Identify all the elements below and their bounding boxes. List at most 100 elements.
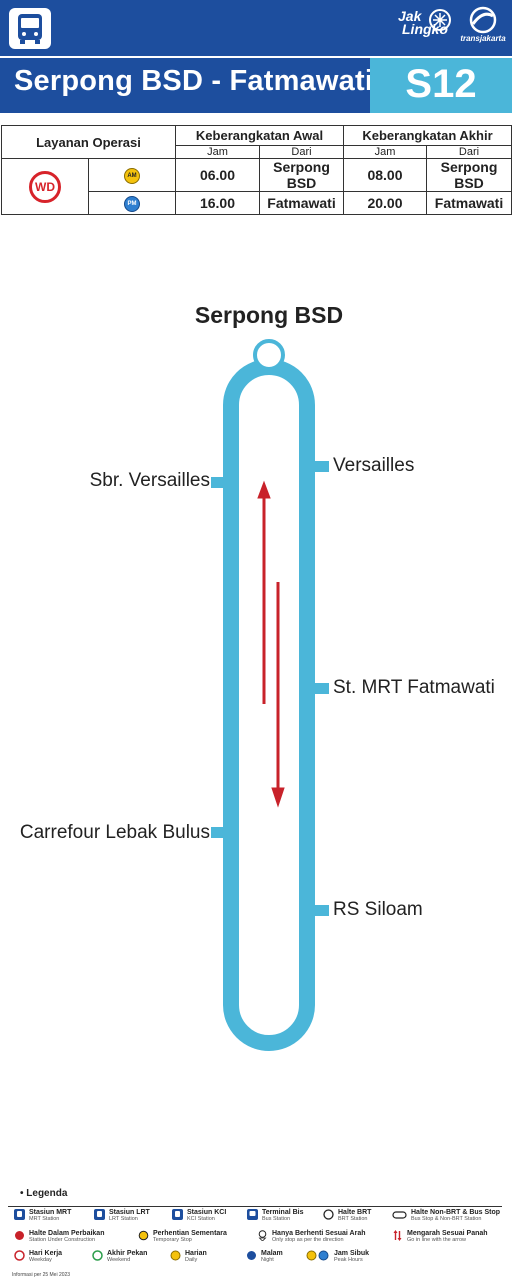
legend-label: Stasiun LRT [109, 1209, 150, 1216]
operations-table: Layanan Operasi Keberangkatan Awal Keber… [1, 125, 512, 215]
weekday-icon [14, 1250, 25, 1261]
first-time-cell: 16.00 [175, 191, 260, 215]
bus-terminal-icon [247, 1209, 258, 1220]
route-code-box: S12 [370, 58, 512, 113]
transjakarta-mark-icon [469, 6, 497, 34]
brt-stop-icon [323, 1209, 334, 1220]
weekend-icon [92, 1250, 103, 1261]
legend-label: Halte Dalam Perbaikan [29, 1230, 105, 1237]
route-loop-line [223, 359, 315, 1051]
legend-label: Jam Sibuk [334, 1250, 370, 1257]
route-code: S12 [405, 62, 477, 106]
am-badge-cell: AM [88, 158, 176, 192]
under-construction-icon [15, 1231, 24, 1240]
legend-sub: Bus Stop & Non-BRT Station [411, 1216, 482, 1222]
transjakarta-label: transjakarta [460, 34, 506, 43]
pm-badge-cell: PM [88, 191, 176, 215]
last-departure-header: Keberangkatan Akhir [343, 125, 512, 146]
am-badge: AM [124, 167, 140, 184]
route-bar: Serpong BSD - Fatmawati S12 [0, 58, 512, 113]
legend-label: Mengarah Sesuai Panah [407, 1230, 488, 1237]
legend-sub: Go in line with the arrow [407, 1237, 466, 1243]
direction-arrow-down [271, 582, 285, 808]
directional-stop-icon [258, 1230, 267, 1241]
stop-marker-rs-siloam [315, 905, 329, 916]
legend-sub: Peak Hours [334, 1257, 363, 1263]
direction-arrow-icon [393, 1230, 402, 1241]
legend-divider [8, 1206, 502, 1207]
direction-arrow-up [257, 480, 271, 704]
pm-badge: PM [124, 195, 140, 212]
legend-title-text: Legenda [26, 1188, 68, 1199]
first-time-subheader: Jam [175, 145, 260, 159]
legend-label: Malam [261, 1250, 283, 1257]
service-header: Layanan Operasi [1, 125, 176, 159]
top-bar: Jak Lingko transjakarta [0, 0, 512, 56]
stop-label-mrt-fatmawati: St. MRT Fatmawati [333, 677, 495, 698]
table-row: WD AM 06.00 Serpong BSD 08.00 Serpong BS… [1, 158, 512, 215]
terminal-label: Serpong BSD [194, 302, 344, 328]
legend-sub: Bus Station [262, 1216, 291, 1222]
last-time-cell: 20.00 [343, 191, 427, 215]
legend-label: Hari Kerja [29, 1250, 63, 1257]
peak-hours-icon [306, 1250, 329, 1261]
first-from-cell: Fatmawati [259, 191, 344, 215]
transjakarta-logo: transjakarta [455, 6, 511, 46]
legend-sub: KCI Station [187, 1216, 215, 1222]
non-brt-stop-icon [392, 1211, 407, 1219]
footnote: Informasi per 25 Mei 2023 [12, 1272, 71, 1278]
jaklingko-mark-icon [429, 9, 451, 31]
stop-marker-versailles [315, 461, 329, 472]
stop-label-sbr-versailles: Sbr. Versailles [89, 470, 210, 491]
legend-sub: Weekend [107, 1257, 131, 1263]
legend-label: Akhir Pekan [107, 1250, 148, 1257]
temporary-stop-icon [138, 1230, 149, 1241]
mrt-station-icon [14, 1209, 25, 1220]
stop-marker-lebak-bulus [211, 827, 225, 838]
legend-label: Hanya Berhenti Sesuai Arah [272, 1230, 366, 1237]
night-icon [247, 1251, 256, 1260]
legend-sub: Temporary Stop [153, 1237, 192, 1243]
daily-icon [170, 1250, 181, 1261]
stop-label-lebak-bulus: Carrefour Lebak Bulus [19, 822, 210, 843]
legend-label: Terminal Bis [262, 1209, 304, 1216]
route-name: Serpong BSD - Fatmawati [14, 65, 374, 97]
terminal-stop-marker [253, 339, 285, 371]
legend-label: Halte Non-BRT & Bus Stop [411, 1209, 501, 1216]
last-from-cell: Serpong BSD [426, 158, 512, 192]
weekday-badge: WD [29, 170, 61, 203]
legend-sub: Only stop as per the direction [272, 1237, 344, 1243]
jaklingko-line1: Jak [398, 8, 422, 24]
legend-sub: Daily [185, 1257, 198, 1263]
stop-marker-mrt-fatmawati [315, 683, 329, 694]
legend-sub: Night [261, 1257, 274, 1263]
stop-marker-sbr-versailles [211, 477, 225, 488]
legend-label: Perhentian Sementara [153, 1230, 227, 1237]
legend-sub: MRT Station [29, 1216, 60, 1222]
jaklingko-logo: Jak Lingko [398, 8, 448, 37]
jaklingko-line2: Lingko [402, 21, 448, 37]
first-from-cell: Serpong BSD [259, 158, 344, 192]
legend-sub: BRT Station [338, 1216, 368, 1222]
legend-title: • Legenda [20, 1188, 68, 1199]
route-diagram [211, 339, 329, 1051]
legend-label: Halte BRT [338, 1209, 372, 1216]
lrt-station-icon [94, 1209, 105, 1220]
legend-label: Harian [185, 1250, 207, 1257]
legend-label: Stasiun KCI [187, 1209, 227, 1216]
